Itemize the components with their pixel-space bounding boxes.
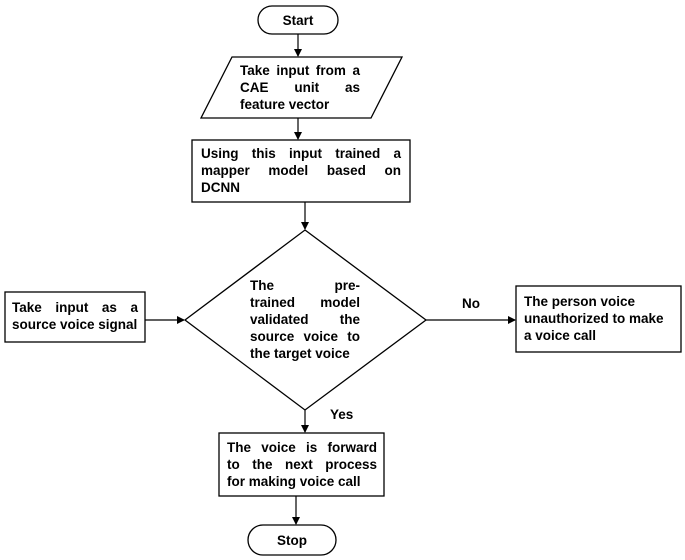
stop-terminator bbox=[247, 524, 337, 556]
forward-line: for making voice call bbox=[227, 474, 361, 489]
decision-line: source voice to bbox=[250, 329, 360, 344]
forward-line: The voice is forward bbox=[227, 440, 377, 455]
yes-edge-label: Yes bbox=[330, 407, 354, 422]
train-mapper-line: Using this input trained a bbox=[201, 146, 401, 161]
unauthorized-line: unauthorized to make bbox=[524, 311, 664, 326]
forward-line: to the next process bbox=[227, 457, 377, 472]
unauthorized-line: The person voice bbox=[524, 294, 636, 309]
input-cae-line: Take input from a bbox=[240, 63, 360, 78]
forward-label: The voice is forward to the next process… bbox=[227, 439, 377, 490]
source-voice-line: source voice signal bbox=[12, 317, 138, 332]
input-cae-parallelogram bbox=[199, 56, 404, 119]
decision-line: trained model bbox=[250, 295, 360, 310]
no-edge-label: No bbox=[462, 296, 480, 311]
train-mapper-line: DCNN bbox=[201, 180, 240, 195]
unauthorized-box bbox=[515, 285, 682, 353]
source-voice-label: Take input as a source voice signal bbox=[12, 299, 138, 333]
train-mapper-label: Using this input trained a mapper model … bbox=[201, 145, 401, 196]
input-cae-line: CAE unit as bbox=[240, 80, 360, 95]
decision-line: The pre- bbox=[250, 278, 360, 293]
decision-line: the target voice bbox=[250, 346, 350, 361]
unauthorized-label: The person voice unauthorized to make a … bbox=[524, 293, 679, 344]
decision-label: The pre- trained model validated the sou… bbox=[250, 277, 360, 362]
train-mapper-box bbox=[191, 139, 411, 203]
start-label: Start bbox=[282, 13, 314, 28]
decision-line: validated the bbox=[250, 312, 360, 327]
input-cae-label: Take input from a CAE unit as feature ve… bbox=[240, 62, 360, 113]
source-voice-box bbox=[4, 291, 146, 343]
stop-label: Stop bbox=[277, 533, 307, 548]
input-cae-line: feature vector bbox=[240, 97, 330, 112]
unauthorized-line: a voice call bbox=[524, 328, 597, 343]
train-mapper-line: mapper model based on bbox=[201, 163, 401, 178]
forward-box bbox=[218, 432, 385, 497]
source-voice-line: Take input as a bbox=[12, 300, 138, 315]
